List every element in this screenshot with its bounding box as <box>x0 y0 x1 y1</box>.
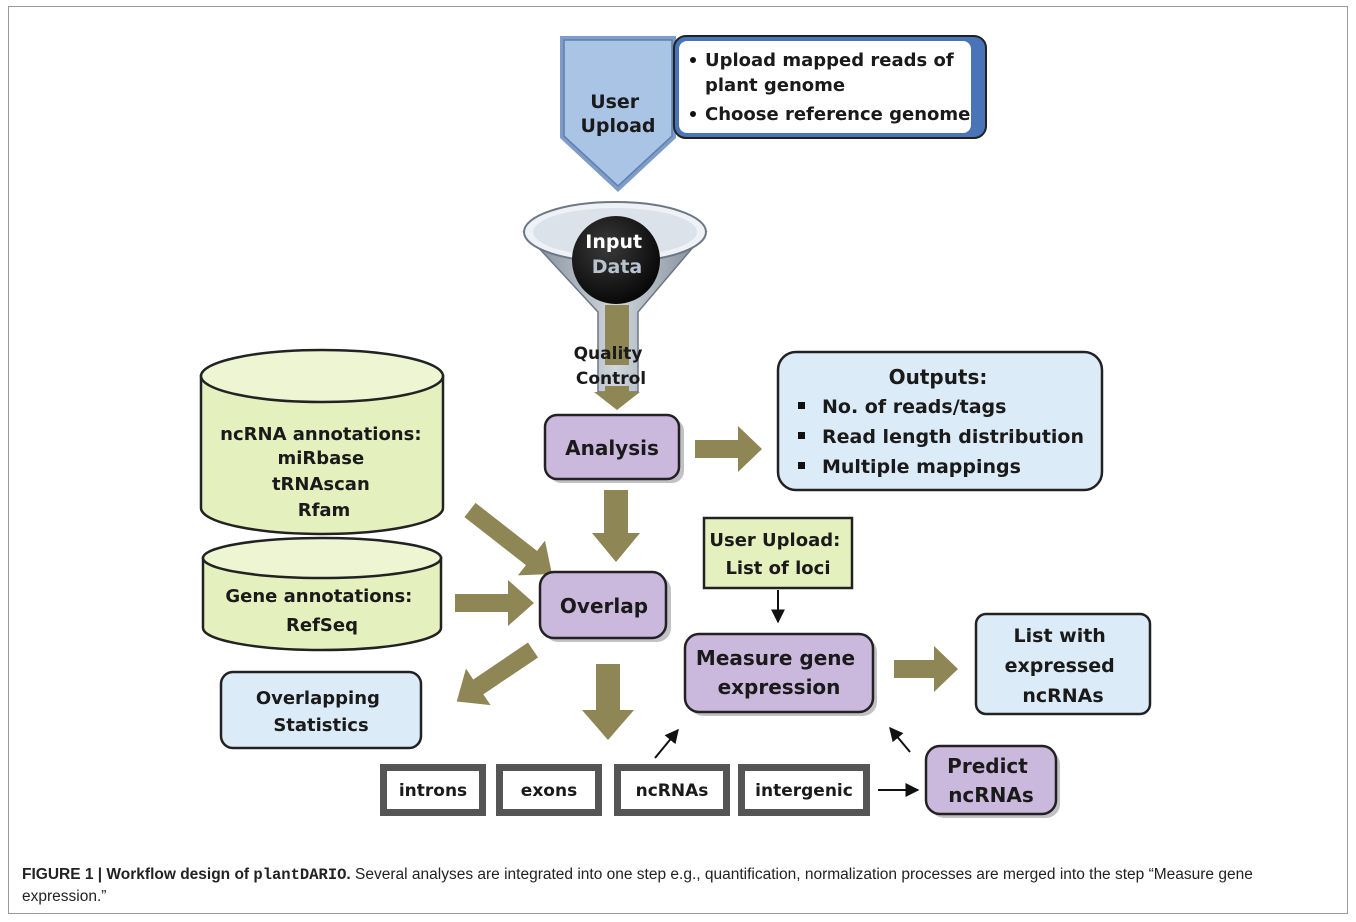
arrow-analysis-to-overlap <box>592 490 640 562</box>
measure-gene-expression-box: Measure gene expression <box>683 632 877 716</box>
svg-text:Predict ncRNAs: Predict ncRNAs <box>947 754 1035 807</box>
user-upload-label-2: Upload <box>580 115 655 137</box>
arrow-categories-to-measure <box>654 728 679 759</box>
user-upload-loci-box: User Upload: List of loci <box>702 516 854 590</box>
input-data-label-1: Input <box>585 231 642 253</box>
svg-text:Overlapping Statistics: Overlapping Statistics <box>256 688 386 736</box>
caption-period: . <box>346 866 351 883</box>
svg-text:No. of reads/tags Read l: No. of reads/tags Read length distributi… <box>822 396 1091 478</box>
svg-text:Measure gene expression: Measure gene expression <box>696 646 862 699</box>
overlapping-statistics-box: Overlapping Statistics <box>219 670 423 750</box>
analysis-label: Analysis <box>565 436 659 460</box>
quality-control-label-1: Quality <box>574 344 643 364</box>
quality-control-label-2: Control <box>576 369 646 389</box>
caption-text: Several analyses are integrated into one… <box>22 866 1253 905</box>
user-upload-label-1: User <box>590 91 640 113</box>
category-exons: exons <box>496 764 602 816</box>
svg-text:Input Data: Input Data <box>585 231 648 278</box>
arrow-gene-to-overlap <box>455 580 534 626</box>
arrow-overlap-to-categories <box>582 664 634 740</box>
upload-bullet-2: Choose reference genome <box>705 104 970 125</box>
arrow-measure-to-list <box>894 646 958 692</box>
outputs-box: Outputs: No. of reads/tags Read length d… <box>776 350 1104 492</box>
caption-figure-label: FIGURE 1 | Workflow design of <box>22 866 254 883</box>
overlapping-stats-line-1: Overlapping <box>256 688 380 709</box>
category-introns: introns <box>380 764 486 816</box>
predict-ncrnas-box: Predict ncRNAs <box>924 744 1060 818</box>
overlap-label: Overlap <box>560 594 648 618</box>
expressed-ncrnas-box: List with expressed ncRNAs <box>974 612 1152 716</box>
input-data-funnel: Input Data <box>522 201 708 393</box>
measure-line-2: expression <box>718 675 841 699</box>
expressed-line-3: ncRNAs <box>1022 685 1103 707</box>
arrow-overlap-to-stats <box>456 642 539 706</box>
ncrna-db-line-4: Rfam <box>298 500 351 521</box>
svg-text:User Upload: List of loc: User Upload: List of loci <box>709 530 846 579</box>
loci-line-2: List of loci <box>725 558 830 579</box>
svg-text:List with expressed: List with expressed ncRNAs <box>1005 625 1122 707</box>
expressed-line-1: List with <box>1014 625 1106 647</box>
quality-control-label: Quality Control <box>574 344 649 389</box>
outputs-item-3: Multiple mappings <box>822 456 1021 478</box>
ncrna-annotations-database: ncRNA annotations: miRbase tRNAscan Rfam <box>199 348 445 536</box>
predict-line-1: Predict <box>947 754 1028 778</box>
category-introns-label: introns <box>399 781 467 801</box>
arrow-predict-to-measure <box>889 726 911 753</box>
arrow-analysis-to-outputs <box>695 426 762 472</box>
workflow-diagram: User Upload Upload mapped reads of plant… <box>199 35 1152 818</box>
predict-line-2: ncRNAs <box>948 783 1034 807</box>
ncrna-db-line-1: ncRNA annotations: <box>220 424 421 445</box>
category-ncrnas-label: ncRNAs <box>636 781 709 801</box>
figure-frame <box>8 6 1348 914</box>
category-ncrnas: ncRNAs <box>614 764 730 816</box>
category-intergenic-label: intergenic <box>755 781 853 801</box>
expressed-line-2: expressed <box>1005 655 1115 677</box>
category-intergenic: intergenic <box>738 764 870 816</box>
upload-bullet-1b: plant genome <box>705 75 845 96</box>
input-data-label-2: Data <box>592 256 643 278</box>
measure-line-1: Measure gene <box>696 646 855 670</box>
analysis-box: Analysis <box>543 413 684 483</box>
outputs-item-1: No. of reads/tags <box>822 396 1006 418</box>
upload-instructions-box: Upload mapped reads of plant genome Choo… <box>673 35 987 139</box>
overlap-box: Overlap <box>538 570 671 642</box>
user-upload-chevron: User Upload <box>560 36 676 192</box>
gene-db-line-1: Gene annotations: <box>225 586 412 607</box>
loci-line-1: User Upload: <box>709 530 840 551</box>
ncrna-db-line-3: tRNAscan <box>272 474 370 495</box>
svg-text:ncRNA annotations: miRba: ncRNA annotations: miRbase tRNAscan Rfam <box>220 424 428 521</box>
upload-bullet-1: Upload mapped reads of <box>705 50 954 71</box>
category-exons-label: exons <box>521 781 577 801</box>
arrow-ncrna-to-overlap <box>464 502 552 576</box>
ncrna-db-line-2: miRbase <box>277 448 364 469</box>
overlapping-stats-line-2: Statistics <box>273 715 368 736</box>
arrow-qc-to-analysis <box>594 386 640 410</box>
svg-text:Gene annotations: RefSeq: Gene annotations: RefSeq <box>225 586 418 636</box>
gene-db-line-2: RefSeq <box>286 615 358 636</box>
outputs-item-2: Read length distribution <box>822 426 1084 448</box>
gene-annotations-database: Gene annotations: RefSeq <box>201 536 443 652</box>
svg-text:User Upload: User Upload <box>580 91 655 137</box>
figure-caption: FIGURE 1 | Workflow design of plantDARIO… <box>22 864 1338 907</box>
svg-text:Upload mapped reads of p: Upload mapped reads of plant genome Choo… <box>705 50 970 125</box>
caption-tool-name: plantDARIO <box>253 866 347 884</box>
outputs-title: Outputs: <box>889 365 988 389</box>
